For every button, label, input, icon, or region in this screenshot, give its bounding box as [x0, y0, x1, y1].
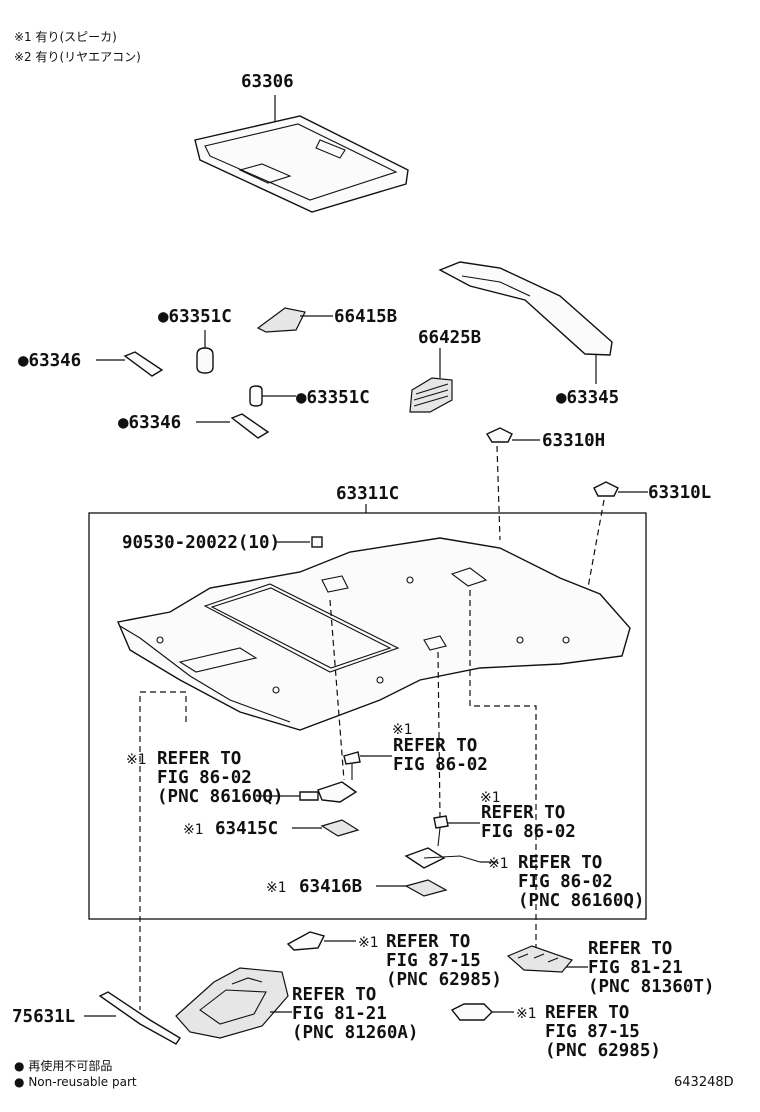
part-90530 — [311, 536, 323, 548]
part-rear-lamp-detail — [517, 953, 559, 963]
screw-rear-shaft — [437, 827, 441, 847]
ref1-line1: REFER TO — [157, 749, 241, 769]
part-63346-lower — [230, 413, 270, 439]
ref5-line2: FIG 87-15 — [386, 951, 481, 971]
ref4-mark: ※1 — [488, 856, 509, 872]
legend-dot-en: ● — [14, 1075, 25, 1089]
speaker-bracket-front — [317, 781, 358, 803]
label-63310h: 63310H — [542, 431, 605, 451]
dash-75631l — [139, 691, 187, 1010]
part-63351c-lower — [249, 385, 263, 407]
part-63415c — [320, 819, 360, 837]
ref1-line3: (PNC 86160Q) — [157, 787, 283, 807]
ref6-line2: FIG 81-21 — [588, 958, 683, 978]
console-opening — [178, 647, 258, 673]
screw-front — [343, 751, 361, 765]
legend-dot: ● — [14, 1059, 25, 1073]
ref7-line1: REFER TO — [292, 985, 376, 1005]
label-63311c: 63311C — [336, 484, 399, 504]
ref4-line2: FIG 86-02 — [518, 872, 613, 892]
wire-connector-front — [299, 791, 319, 801]
ref8-line3: (PNC 62985) — [545, 1041, 661, 1061]
label-63416b-mark: ※1 — [266, 880, 287, 896]
ref8-line1: REFER TO — [545, 1003, 629, 1023]
ref7-line2: FIG 81-21 — [292, 1004, 387, 1024]
ref2-line1: REFER TO — [393, 736, 477, 756]
legend-en: ● Non-reusable part — [14, 1075, 137, 1089]
ref1-line2: FIG 86-02 — [157, 768, 252, 788]
ref2-mark: ※1 — [392, 722, 413, 738]
ref3-line1: REFER TO — [481, 803, 565, 823]
part-room-lamp — [450, 1003, 493, 1021]
ref3-line2: FIG 86-02 — [481, 822, 576, 842]
part-63351c-upper — [196, 347, 214, 374]
part-63306-sunshade — [194, 115, 409, 213]
label-63416b: 63416B — [299, 877, 362, 897]
dash-63310l — [584, 499, 605, 605]
sunroof-opening — [203, 583, 400, 673]
label-63351c-lower: ●63351C — [296, 388, 370, 408]
dash-speaker-front — [329, 599, 345, 781]
label-63345: ●63345 — [556, 388, 619, 408]
ref7-line3: (PNC 81260A) — [292, 1023, 418, 1043]
part-63345-edge — [461, 275, 531, 297]
part-66425b-ribs — [413, 383, 449, 407]
label-63415c: 63415C — [215, 819, 278, 839]
legend-jp-text: 再使用不可部品 — [28, 1059, 113, 1073]
part-66415b — [256, 307, 306, 333]
part-63311c-headliner — [117, 537, 631, 731]
label-66415b: 66415B — [334, 307, 397, 327]
ref5-line3: (PNC 62985) — [386, 970, 502, 990]
ref8-line2: FIG 87-15 — [545, 1022, 640, 1042]
ref1-mark: ※1 — [126, 752, 147, 768]
label-63306: 63306 — [241, 72, 294, 92]
ref5-mark: ※1 — [358, 935, 379, 951]
dash-63310h — [496, 445, 501, 541]
screw-rear — [433, 815, 449, 829]
label-75631l: 75631L — [12, 1007, 75, 1027]
part-75631l — [98, 991, 181, 1045]
label-66425b: 66425B — [418, 328, 481, 348]
ref8-mark: ※1 — [516, 1006, 537, 1022]
label-90530: 90530-20022(10) — [122, 533, 280, 553]
label-63415c-mark: ※1 — [183, 822, 204, 838]
ref3-mark: ※1 — [480, 790, 501, 806]
legend-en-text: Non-reusable part — [28, 1075, 137, 1089]
part-overhead-console-detail — [231, 977, 263, 985]
dash-speaker-rear — [437, 651, 441, 819]
legend-jp: ● 再使用不可部品 — [14, 1057, 112, 1074]
label-63346-upper: ●63346 — [18, 351, 81, 371]
label-63310l: 63310L — [648, 483, 711, 503]
part-63310h — [485, 427, 513, 443]
part-map-lamp — [286, 931, 326, 951]
figure-id: 643248D — [674, 1075, 734, 1090]
label-63351c-upper: ●63351C — [158, 307, 232, 327]
note-2: ※2 有り(リヤエアコン) — [14, 50, 141, 64]
wire-rear — [423, 855, 481, 863]
label-63346-lower: ●63346 — [118, 413, 181, 433]
part-overhead-console-inner — [199, 989, 267, 1025]
ref6-line1: REFER TO — [588, 939, 672, 959]
ref4-line1: REFER TO — [518, 853, 602, 873]
part-rear-lamp — [506, 945, 574, 973]
ref2-line2: FIG 86-02 — [393, 755, 488, 775]
part-63346-upper — [123, 351, 164, 377]
part-63345 — [438, 261, 613, 356]
part-63310l — [593, 481, 619, 497]
note-1: ※1 有り(スピーカ) — [14, 30, 117, 44]
ref5-line1: REFER TO — [386, 932, 470, 952]
part-63416b — [404, 879, 448, 897]
assembly-box — [88, 512, 647, 920]
ref4-line3: (PNC 86160Q) — [518, 891, 644, 911]
ref6-line3: (PNC 81360T) — [588, 977, 714, 997]
part-overhead-console — [175, 967, 289, 1039]
